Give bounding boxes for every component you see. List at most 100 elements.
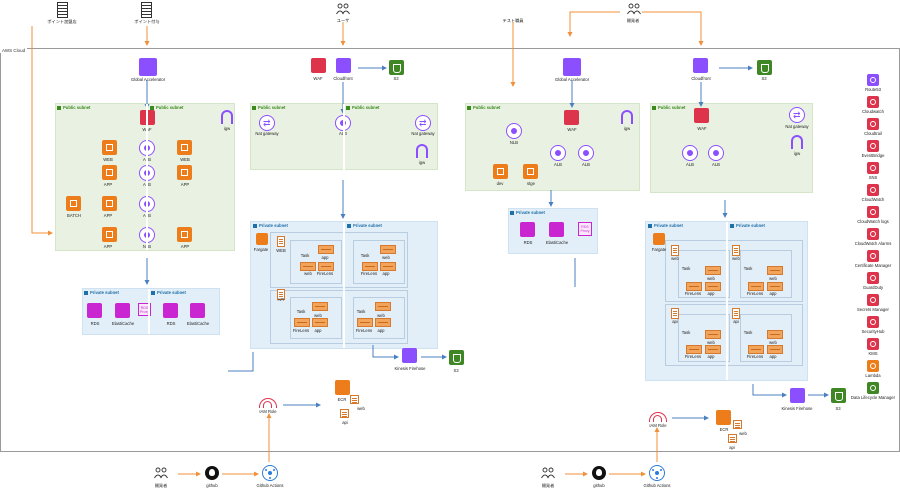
rds-label: RDS (90, 321, 100, 326)
task-box (290, 240, 342, 284)
firelens-label: FireLens (316, 271, 334, 276)
legend-service-label: Secrets Manager (857, 307, 889, 312)
nat-gateway-label: Nat gateway (255, 131, 279, 136)
igw-label: igw (793, 151, 801, 156)
task-box (290, 297, 342, 339)
task-box (353, 297, 405, 339)
nlb-label: NLB (142, 244, 152, 249)
container-icon (318, 245, 334, 254)
rds-proxy-box: RDS Proxy (578, 222, 592, 236)
public-subnet-label: Public subnet (57, 105, 90, 110)
legend-service-icon (867, 316, 879, 328)
rds-proxy-box: RDS Proxy (138, 303, 151, 316)
web-container-icon (277, 236, 285, 247)
legend-service-icon (867, 140, 879, 152)
alb-label: ALB (143, 182, 151, 187)
container-icon (312, 302, 328, 311)
web-image-label: web (357, 406, 365, 411)
container-icon (767, 282, 783, 291)
alb-label: ALB (582, 162, 590, 167)
app-label: app (769, 354, 777, 359)
task-box (678, 314, 730, 362)
app-ec2-icon (177, 227, 192, 242)
nlb-label: NLB (509, 140, 519, 145)
nat-gateway-label: Nat gateway (411, 131, 435, 136)
firelens-label: FireLens (746, 354, 764, 359)
app-label: APP (180, 244, 190, 249)
app-label: app (769, 291, 777, 296)
alb-label: ALB (339, 131, 347, 136)
task-box (678, 250, 730, 298)
container-icon (705, 266, 721, 275)
github-label: github (206, 483, 218, 488)
elasticache-icon (115, 303, 130, 318)
igw-label: igw (223, 126, 231, 131)
legend-service-label: GuardDuty (862, 285, 884, 290)
fargate-label: Fargate (651, 247, 667, 252)
app-label: app (321, 255, 329, 260)
user-person-icon (336, 2, 350, 16)
s3-label: S3 (835, 406, 841, 411)
web-label: web (732, 256, 740, 261)
user-label: ユーザ (336, 18, 350, 23)
waf-label: WAF (697, 126, 707, 131)
legend-service-label: Data Lifecycle Manager (851, 395, 895, 400)
api-image-label: api (729, 445, 735, 450)
global-accelerator-icon (563, 58, 581, 76)
task-box (353, 240, 405, 284)
task-label: Task (743, 266, 753, 271)
legend-service-icon (867, 184, 879, 196)
firelens-label: FireLens (684, 291, 702, 296)
container-icon (318, 262, 334, 271)
api-container-icon (277, 289, 285, 300)
container-icon (767, 345, 783, 354)
container-icon (294, 318, 310, 327)
private-subnet-label: Private subnet (253, 223, 288, 228)
rds-icon (87, 303, 102, 318)
container-icon (748, 282, 764, 291)
s3-icon (757, 60, 772, 75)
private-subnet-label: Private subnet (510, 210, 545, 215)
ecs-service-box (270, 232, 408, 288)
github-actions-icon (262, 465, 278, 481)
batch-ec2-icon (66, 196, 81, 211)
app-label: app (377, 328, 385, 333)
task-label: Task (743, 330, 753, 335)
container-icon (300, 262, 316, 271)
legend-service-label: CloudWatch logs (857, 219, 889, 224)
app-label: APP (180, 182, 190, 187)
private-subnet-label: Private subnet (648, 223, 683, 228)
private-subnet-label: Private subnet (347, 223, 382, 228)
ecr-icon (716, 410, 731, 425)
app-ec2-icon (102, 165, 117, 180)
aws-cloud-label: AWS Cloud (0, 48, 28, 53)
igw-icon (791, 135, 803, 149)
ecr-label: ECR (337, 397, 347, 402)
github-actions-icon (649, 465, 665, 481)
elasticache-icon (190, 303, 205, 318)
waf-label: WAF (313, 76, 323, 81)
dev-ec2-icon (493, 164, 508, 179)
alb-label: ALB (686, 162, 694, 167)
public-subnet-label: Public subnet (467, 105, 500, 110)
igw-icon (621, 110, 633, 124)
alb-label: ALB (143, 157, 151, 162)
developer-person-icon (154, 466, 168, 480)
ecs-service-box (665, 240, 803, 302)
point-grant-label: ポイント付与 (134, 19, 160, 24)
app-label: APP (103, 182, 113, 187)
private-subnet-label: Private subnet (151, 290, 186, 295)
s3-label: S3 (453, 368, 459, 373)
point-admin-label: ポイント加盟店 (47, 19, 77, 24)
legend-service-icon (867, 228, 879, 240)
cloudfront-label: Cloudfront (691, 76, 711, 81)
global-accelerator-label: Global Accelerator (554, 77, 590, 82)
global-accelerator-label: Global Accelerator (130, 77, 166, 82)
elasticache-label: ElastiCache (111, 321, 135, 326)
ecs-service-box (270, 290, 408, 344)
legend-service-label: EventBridge (861, 153, 885, 158)
waf-label: WAF (142, 127, 152, 132)
container-icon (748, 345, 764, 354)
s3-icon (389, 60, 404, 75)
api-label: API (277, 297, 285, 302)
